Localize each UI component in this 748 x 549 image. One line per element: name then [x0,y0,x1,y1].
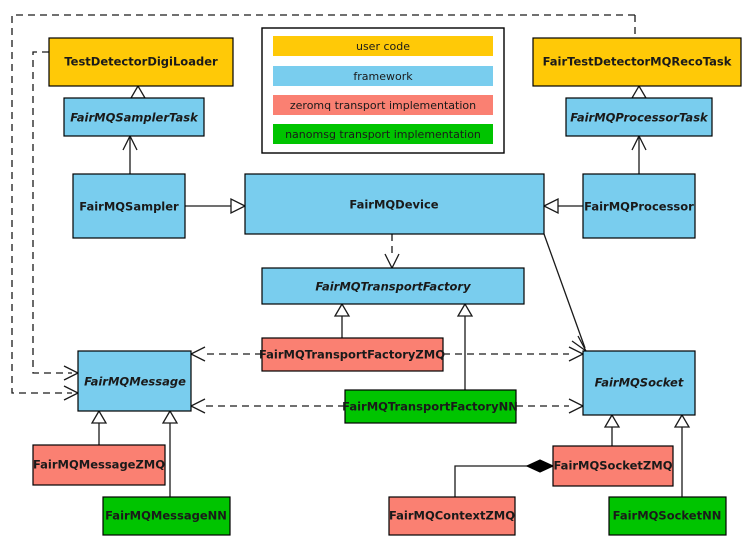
node-fairmqtransportfactoryzmq-rect[interactable] [261,337,444,372]
node-fairmqsocketnn-label: FairMQSocketNN [613,509,722,523]
legend-item-zeromq: zeromq transport implementation [273,95,493,115]
node-fairmqsampler-rect[interactable] [72,173,186,239]
legend-label-nanomsg: nanomsg transport implementation [285,128,481,141]
edge-socketzmq-to-socket [603,413,621,446]
node-fairmqcontextzmq-rect[interactable] [388,496,516,536]
edge-sampler-to-device [185,197,247,215]
node-fairtestdetectormqrecotask-rect[interactable] [532,37,742,87]
node-fairmqsocketzmq-rect[interactable] [552,445,674,487]
node-fairmqcontextzmq-label: FairMQContextZMQ [389,509,515,523]
legend-label-framework: framework [353,70,413,83]
edge-tfnn-to-socket [516,398,585,414]
node-fairmqmessagenn-rect[interactable] [102,496,231,536]
node-fairmqprocessor-rect[interactable] [582,173,696,239]
node-testdetectordigiloader-rect[interactable] [48,37,234,87]
node-fairmqmessagezmq[interactable]: FairMQMessageZMQ [32,444,166,486]
node-testdetectordigiloader[interactable]: TestDetectorDigiLoader [48,37,234,87]
node-fairmqtransportfactoryzmq[interactable]: FairMQTransportFactoryZMQ [259,337,445,372]
node-fairmqprocessortask-label: FairMQProcessorTask [570,111,709,125]
node-fairmqprocessortask[interactable]: FairMQProcessorTask [565,97,713,137]
edge-tfzmq-to-transportfactory [333,302,351,338]
node-fairmqsocket-label: FairMQSocket [595,376,684,390]
node-fairmqmessagenn[interactable]: FairMQMessageNN [102,496,231,536]
node-testdetectordigiloader-label: TestDetectorDigiLoader [64,55,218,69]
node-fairtestdetectormqrecotask[interactable]: FairTestDetectorMQRecoTask [532,37,742,87]
edge-tfnn-to-transportfactory [456,302,474,390]
edge-sampler-to-samplertask [122,134,138,180]
edge-socketzmq-composition-contextzmq [454,459,555,497]
edge-tfzmq-to-socket [443,346,585,362]
legend-item-user-code: user code [273,36,493,56]
node-fairmqsamplertask-rect[interactable] [63,97,205,137]
node-fairmqsocketzmq[interactable]: FairMQSocketZMQ [552,445,674,487]
node-fairmqsamplertask[interactable]: FairMQSamplerTask [63,97,205,137]
node-fairmqsocketnn-rect[interactable] [608,496,727,536]
node-fairmqsocket[interactable]: FairMQSocket [582,350,696,416]
node-fairmqsocketnn[interactable]: FairMQSocketNN [608,496,727,536]
legend-label-zeromq: zeromq transport implementation [290,99,476,112]
node-fairmqtransportfactorynn[interactable]: FairMQTransportFactoryNN [342,389,518,424]
node-fairmqtransportfactory[interactable]: FairMQTransportFactory [261,267,525,305]
edge-tfzmq-to-message [189,346,262,362]
node-fairmqsocket-rect[interactable] [582,350,696,416]
edge-digiloader-to-samplertask [129,84,147,99]
node-fairmqprocessortask-rect[interactable] [565,97,713,137]
legend-swatch-framework [273,66,493,86]
node-fairmqtransportfactory-label: FairMQTransportFactory [315,280,471,294]
node-fairmqprocessor-label: FairMQProcessor [584,200,694,214]
edge-device-to-transportfactory [384,234,400,270]
edge-messagenn-to-message [161,409,179,497]
node-fairmqmessagenn-label: FairMQMessageNN [105,509,227,523]
node-fairmqsamplertask-label: FairMQSamplerTask [70,111,199,125]
edge-processor-to-processortask [631,134,647,180]
node-fairmqmessage-rect[interactable] [77,350,192,412]
legend-label-user-code: user code [356,40,410,53]
legend-swatch-nanomsg [273,124,493,144]
node-fairmqmessagezmq-rect[interactable] [32,444,166,486]
legend-panel: user code framework zeromq transport imp… [261,27,505,154]
node-fairmqmessage[interactable]: FairMQMessage [77,350,192,412]
edge-recotask-to-processortask [630,84,648,99]
edge-device-to-socket [543,233,587,352]
node-fairmqsocketzmq-label: FairMQSocketZMQ [554,459,673,473]
node-fairmqprocessor[interactable]: FairMQProcessor [582,173,696,239]
legend-swatch-zeromq [273,95,493,115]
node-fairmqsampler[interactable]: FairMQSampler [72,173,186,239]
edge-tfnn-to-message [189,398,345,414]
node-fairmqdevice-rect[interactable] [244,173,545,235]
node-fairmqdevice-label: FairMQDevice [349,198,438,212]
node-fairmqtransportfactory-rect[interactable] [261,267,525,305]
node-fairmqtransportfactoryzmq-label: FairMQTransportFactoryZMQ [259,348,445,362]
edge-usercode-frames-to-message [63,365,80,401]
edge-processor-to-device [542,197,583,215]
node-fairmqtransportfactorynn-rect[interactable] [344,389,517,424]
node-fairmqmessagezmq-label: FairMQMessageZMQ [33,458,165,472]
legend-item-framework: framework [273,66,493,86]
edge-socketnn-to-socket [673,413,691,497]
node-fairmqtransportfactorynn-label: FairMQTransportFactoryNN [342,400,518,414]
legend-swatch-user-code [273,36,493,56]
node-fairmqmessage-label: FairMQMessage [84,375,186,389]
node-fairmqcontextzmq[interactable]: FairMQContextZMQ [388,496,516,536]
edge-messagezmq-to-message [90,409,108,445]
node-fairmqsampler-label: FairMQSampler [79,200,179,214]
node-fairtestdetectormqrecotask-label: FairTestDetectorMQRecoTask [543,55,732,69]
legend-item-nanomsg: nanomsg transport implementation [273,124,493,144]
node-fairmqdevice[interactable]: FairMQDevice [244,173,545,235]
